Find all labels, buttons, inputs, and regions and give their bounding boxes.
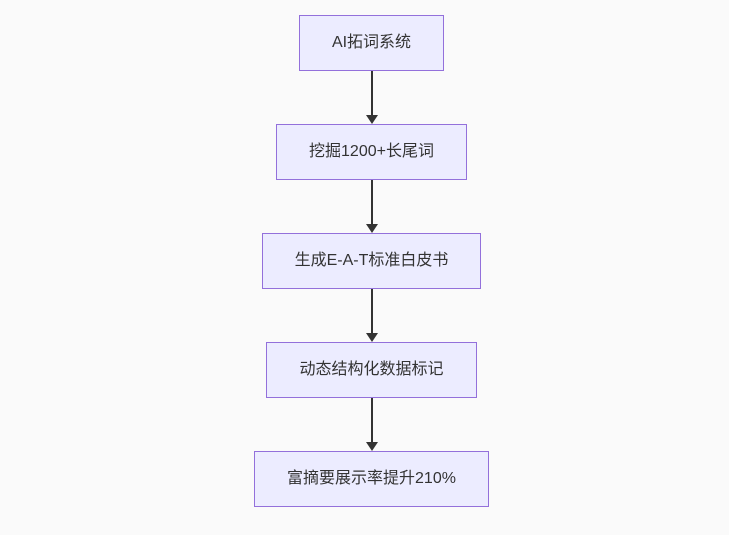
arrow-head-icon bbox=[365, 115, 378, 124]
flow-node-structured-data-markup: 动态结构化数据标记 bbox=[266, 342, 477, 398]
flow-arrow-3 bbox=[365, 289, 378, 342]
arrow-line bbox=[370, 398, 373, 442]
flow-arrow-1 bbox=[365, 71, 378, 124]
arrow-head-icon bbox=[365, 224, 378, 233]
flow-node-eat-whitepaper: 生成E-A-T标准白皮书 bbox=[261, 233, 482, 289]
arrow-head-icon bbox=[365, 442, 378, 451]
arrow-head-icon bbox=[365, 333, 378, 342]
flow-node-rich-snippet-rate: 富摘要展示率提升210% bbox=[254, 451, 489, 507]
flow-arrow-4 bbox=[365, 398, 378, 451]
arrow-line bbox=[370, 289, 373, 333]
arrow-line bbox=[370, 71, 373, 115]
flow-node-longtail-keywords: 挖掘1200+长尾词 bbox=[276, 124, 467, 180]
flowchart-canvas: AI拓词系统 挖掘1200+长尾词 生成E-A-T标准白皮书 动态结构化数据标记… bbox=[7, 0, 729, 535]
flow-node-ai-expansion-system: AI拓词系统 bbox=[298, 15, 445, 71]
flow-arrow-2 bbox=[365, 180, 378, 233]
arrow-line bbox=[370, 180, 373, 224]
